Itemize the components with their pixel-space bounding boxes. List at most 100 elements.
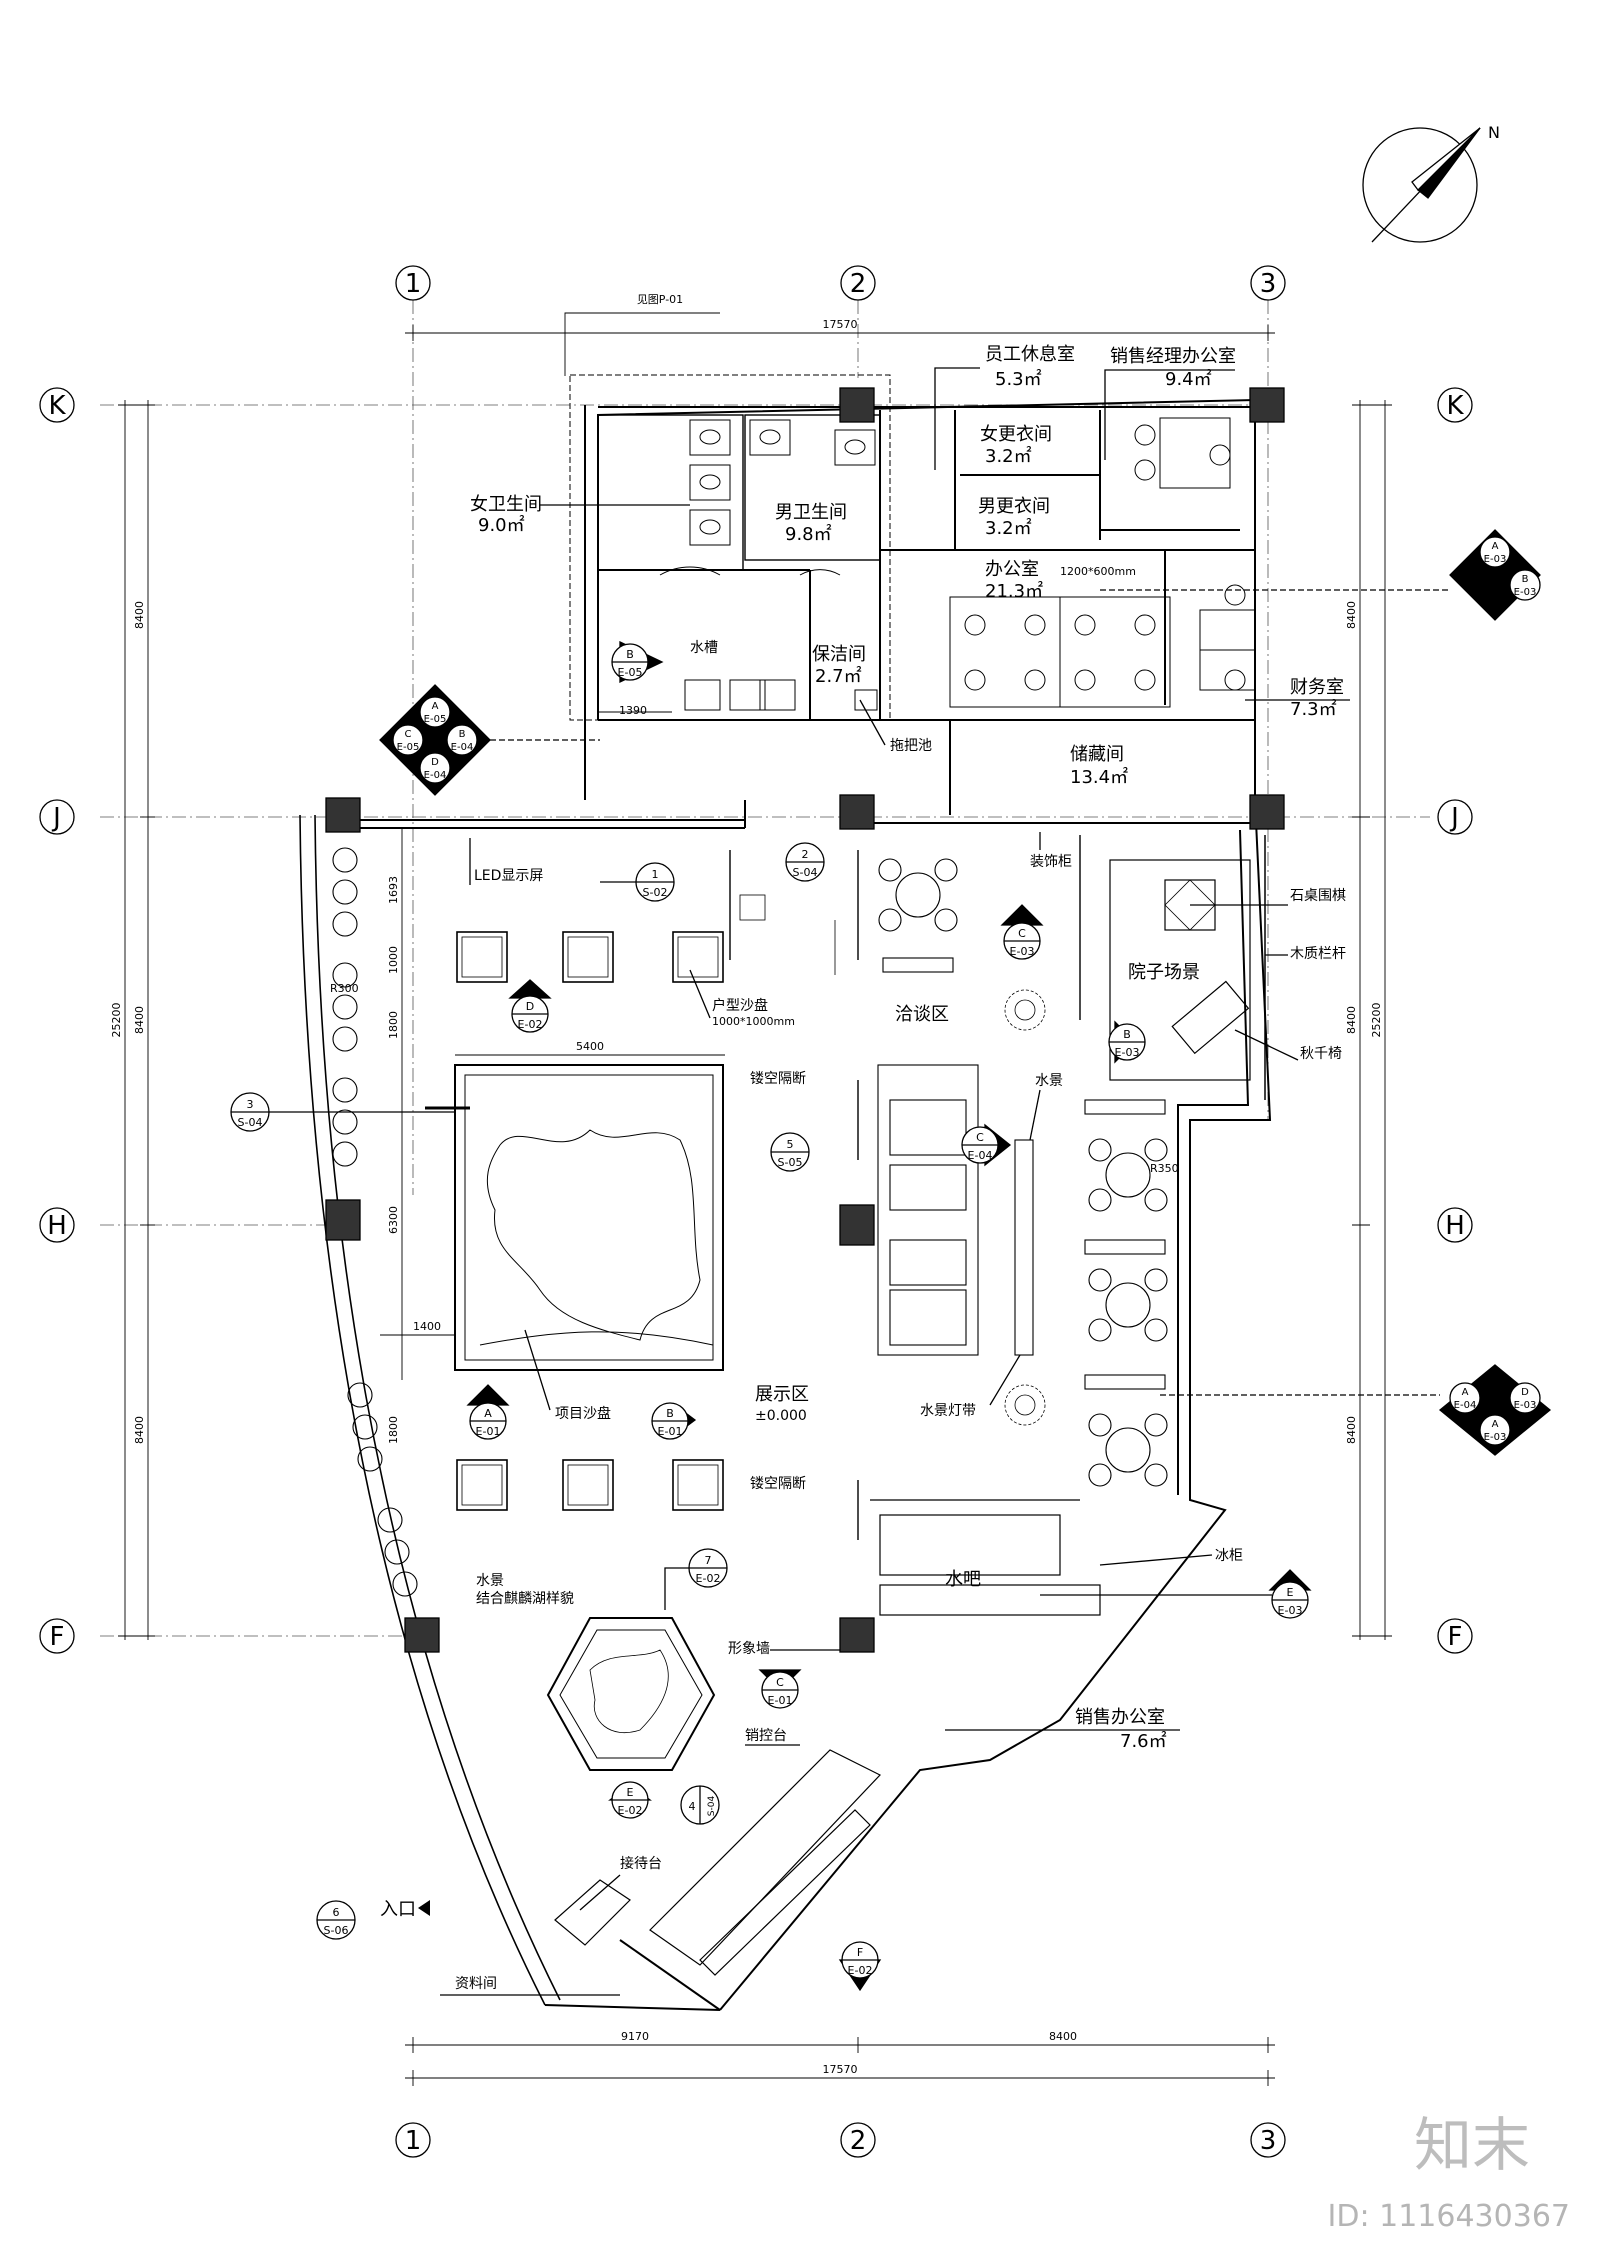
- label-decor-cabinet: 装饰柜: [1030, 854, 1072, 870]
- office-desks: [949, 417, 1256, 708]
- grid-bubble-f-left: F: [39, 1618, 75, 1654]
- dim-1800a: 1800: [387, 1011, 400, 1039]
- svg-text:A: A: [1462, 1387, 1469, 1398]
- svg-text:D: D: [1521, 1387, 1529, 1398]
- label-courtyard: 院子场景: [1128, 962, 1200, 983]
- dimension-lines: 17570 见图P-01 9170 8400 17570 8400 8400 8…: [110, 293, 1392, 2086]
- svg-text:S-04: S-04: [707, 1796, 717, 1817]
- elev-tag-e-e03: E E-03: [1040, 1569, 1312, 1619]
- elev-tag-d-e02: DE-02: [508, 979, 552, 1033]
- room-sales-office-area: 7.6㎡: [1120, 1730, 1167, 1752]
- svg-text:E-03: E-03: [1514, 1400, 1537, 1411]
- room-labels: 女卫生间 9.0㎡ 男卫生间 9.8㎡ 员工休息室 5.3㎡ 销售经理办公室 9…: [470, 344, 1350, 1752]
- elevation-tags: BE-05 DE-02 CE-03 BE-03 CE-04 AE-01 BE-0…: [466, 640, 1312, 1992]
- svg-text:S-06: S-06: [324, 1924, 349, 1937]
- svg-text:1: 1: [405, 269, 422, 299]
- elev-tag-b-e01: BE-01: [651, 1402, 697, 1440]
- label-sink: 水槽: [690, 640, 718, 656]
- dim-left-jh: 8400: [133, 1006, 146, 1034]
- elev-tag-e-e02: EE-02: [608, 1781, 652, 1819]
- svg-text:E-02: E-02: [618, 1804, 643, 1817]
- svg-text:E-03: E-03: [1514, 587, 1537, 598]
- svg-text:E: E: [1287, 1586, 1294, 1599]
- svg-text:E-04: E-04: [451, 742, 474, 753]
- grid-lines: [100, 300, 1430, 1637]
- label-water-bar: 水吧: [945, 1569, 981, 1590]
- dim-left-kj: 8400: [133, 601, 146, 629]
- svg-text:E-04: E-04: [968, 1149, 993, 1162]
- detail-tag-2: 2 S-04: [785, 842, 825, 882]
- svg-text:F: F: [857, 1946, 863, 1959]
- label-mop-pool: 拖把池: [890, 738, 932, 754]
- svg-text:S-04: S-04: [238, 1116, 263, 1129]
- label-stone-table: 石桌围棋: [1290, 888, 1346, 904]
- svg-text:S-05: S-05: [778, 1156, 803, 1169]
- detail-tag-6: 6 S-06: [316, 1900, 356, 1940]
- svg-text:3: 3: [1260, 269, 1277, 299]
- svg-text:7: 7: [705, 1554, 712, 1567]
- room-staff-lounge-name: 员工休息室: [985, 344, 1075, 365]
- dim-1000: 1000: [387, 946, 400, 974]
- detail-tags: 1 S-02 2 S-04 3 S-04 5 S-05: [230, 842, 825, 1940]
- dim-right-total: 25200: [1370, 1003, 1383, 1038]
- svg-text:E-05: E-05: [424, 714, 447, 725]
- svg-text:2: 2: [850, 2126, 867, 2156]
- grid-bubble-h-left: H: [39, 1207, 75, 1243]
- svg-text:6: 6: [333, 1906, 340, 1919]
- svg-text:1: 1: [652, 868, 659, 881]
- sofa-group: [877, 1064, 1034, 1356]
- label-hollow-partition-1: 镂空隔断: [750, 1071, 806, 1087]
- dim-right-hf: 8400: [1345, 1416, 1358, 1444]
- room-staff-lounge-area: 5.3㎡: [995, 368, 1042, 390]
- room-sales-office-name: 销售办公室: [1075, 1707, 1165, 1728]
- room-storage-name: 储藏间: [1070, 744, 1124, 765]
- dim-1390: 1390: [619, 704, 647, 717]
- label-ice-cabinet: 冰柜: [1215, 1548, 1243, 1564]
- svg-text:E-03: E-03: [1278, 1604, 1303, 1617]
- svg-text:E-01: E-01: [768, 1694, 793, 1707]
- room-storage-area: 13.4㎡: [1070, 766, 1128, 788]
- svg-text:4: 4: [689, 1800, 696, 1813]
- svg-text:F: F: [1448, 1622, 1463, 1652]
- label-negotiation: 洽谈区: [895, 1004, 949, 1025]
- room-womens-changing-name: 女更衣间: [980, 424, 1052, 445]
- north-arrow-icon: N: [1362, 123, 1500, 243]
- svg-text:E-02: E-02: [696, 1572, 721, 1585]
- grid-bubble-1-top: 1: [395, 265, 431, 301]
- svg-text:E-03: E-03: [1484, 554, 1507, 565]
- label-hollow-partition-2: 镂空隔断: [750, 1476, 806, 1492]
- room-mens-wc-name: 男卫生间: [775, 502, 847, 523]
- detail-tag-7: 7 E-02: [664, 1548, 728, 1610]
- label-unit-model-size: 1000*1000mm: [712, 1015, 795, 1028]
- room-mens-wc-area: 9.8㎡: [785, 523, 832, 545]
- quad-tag-right-bottom: AE-04 DE-03 AE-03: [1160, 1364, 1552, 1456]
- quad-tag-left: AE-05 CE-05 BE-04 DE-04: [379, 684, 600, 796]
- dim-1693: 1693: [387, 876, 400, 904]
- svg-text:H: H: [47, 1211, 67, 1241]
- svg-text:S-04: S-04: [793, 866, 818, 879]
- watermark-id: ID: 1116430367: [1327, 2199, 1570, 2234]
- room-cleaning-area: 2.7㎡: [815, 665, 862, 687]
- grid-bubble-3-top: 3: [1250, 265, 1286, 301]
- room-finance-name: 财务室: [1290, 677, 1344, 698]
- elev-tag-c-e03: CE-03: [1000, 904, 1044, 960]
- svg-text:B: B: [666, 1407, 674, 1420]
- dim-left-hf: 8400: [133, 1416, 146, 1444]
- grid-bubble-3-bottom: 3: [1250, 2122, 1286, 2158]
- dim-right-jh: 8400: [1345, 1006, 1358, 1034]
- label-led-screen: LED显示屏: [474, 868, 543, 884]
- svg-text:H: H: [1445, 1211, 1465, 1241]
- label-display-area: 展示区: [755, 1384, 809, 1405]
- svg-text:C: C: [776, 1676, 784, 1689]
- svg-text:K: K: [48, 391, 66, 421]
- grid-bubble-h-right: H: [1437, 1207, 1473, 1243]
- svg-text:3: 3: [1260, 2126, 1277, 2156]
- room-office-area: 21.3㎡: [985, 580, 1043, 602]
- room-mens-changing-area: 3.2㎡: [985, 517, 1032, 539]
- svg-text:B: B: [1522, 574, 1529, 585]
- svg-text:E-03: E-03: [1484, 1432, 1507, 1443]
- dim-5400: 5400: [576, 1040, 604, 1053]
- label-elevation: ±0.000: [755, 1408, 807, 1424]
- elev-tag-b-e05: BE-05: [611, 640, 664, 684]
